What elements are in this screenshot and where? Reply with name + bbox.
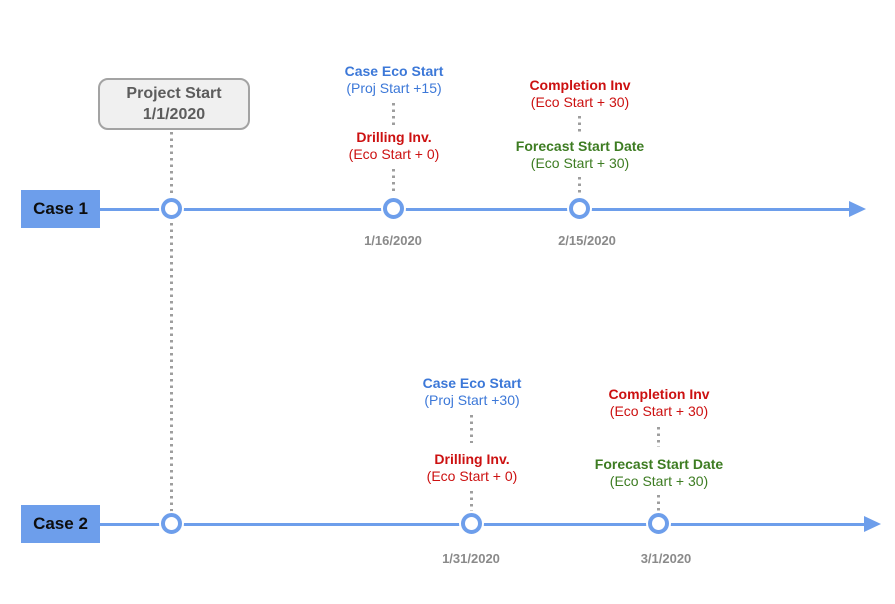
case-1-eco-start-annotation: Case Eco Start (Proj Start +15) (309, 63, 479, 97)
case-2-timeline-arrow-icon (864, 516, 881, 532)
connector-line (657, 427, 660, 447)
case-1-timeline-line (100, 208, 850, 211)
case-1-label-text: Case 1 (33, 199, 88, 218)
annotation-title: Completion Inv (529, 77, 631, 93)
case-2-completion-inv-annotation: Completion Inv (Eco Start + 30) (574, 386, 744, 420)
case-2-forecast-milestone (648, 513, 669, 534)
connector-line (470, 491, 473, 511)
connector-line (470, 415, 473, 443)
annotation-title: Completion Inv (608, 386, 710, 402)
connector-line (392, 169, 395, 195)
connector-line (392, 103, 395, 125)
case-1-label: Case 1 (21, 190, 100, 228)
annotation-title: Forecast Start Date (594, 456, 724, 472)
case-1-milestone-date: 1/16/2020 (364, 233, 422, 248)
annotation-offset: (Eco Start + 0) (426, 468, 518, 484)
annotation-offset: (Eco Start + 30) (609, 473, 709, 489)
case-1-drilling-inv-annotation: Drilling Inv. (Eco Start + 0) (309, 129, 479, 163)
case-2-forecast-start-annotation: Forecast Start Date (Eco Start + 30) (574, 456, 744, 490)
annotation-offset: (Eco Start + 0) (348, 146, 440, 162)
project-start-box: Project Start 1/1/2020 (98, 78, 250, 130)
connector-line (578, 116, 581, 134)
annotation-offset: (Proj Start +30) (424, 392, 520, 408)
case-2-milestone-date: 1/31/2020 (442, 551, 500, 566)
annotation-title: Drilling Inv. (434, 451, 510, 467)
case-2-timeline-line (100, 523, 865, 526)
case-2-drilling-inv-annotation: Drilling Inv. (Eco Start + 0) (387, 451, 557, 485)
annotation-title: Drilling Inv. (356, 129, 432, 145)
annotation-offset: (Eco Start + 30) (530, 155, 630, 171)
project-start-connector-line (170, 132, 173, 516)
case-2-eco-start-annotation: Case Eco Start (Proj Start +30) (387, 375, 557, 409)
case-1-timeline-arrow-icon (849, 201, 866, 217)
connector-line (657, 495, 660, 511)
case-1-forecast-start-annotation: Forecast Start Date (Eco Start + 30) (495, 138, 665, 172)
annotation-title: Forecast Start Date (515, 138, 645, 154)
case-2-label: Case 2 (21, 505, 100, 543)
annotation-title: Case Eco Start (344, 63, 444, 79)
case-1-milestone-date: 2/15/2020 (558, 233, 616, 248)
project-start-title: Project Start (126, 85, 222, 102)
annotation-offset: (Eco Start + 30) (530, 94, 630, 110)
case-2-project-start-milestone (161, 513, 182, 534)
project-start-date: 1/1/2020 (142, 106, 206, 123)
case-2-eco-start-milestone (461, 513, 482, 534)
case-1-completion-inv-annotation: Completion Inv (Eco Start + 30) (495, 77, 665, 111)
connector-line (578, 177, 581, 195)
annotation-offset: (Proj Start +15) (346, 80, 442, 96)
annotation-offset: (Eco Start + 30) (609, 403, 709, 419)
case-1-forecast-milestone (569, 198, 590, 219)
case-2-label-text: Case 2 (33, 514, 88, 533)
case-1-project-start-milestone (161, 198, 182, 219)
annotation-title: Case Eco Start (422, 375, 522, 391)
case-2-milestone-date: 3/1/2020 (640, 551, 692, 566)
case-1-eco-start-milestone (383, 198, 404, 219)
